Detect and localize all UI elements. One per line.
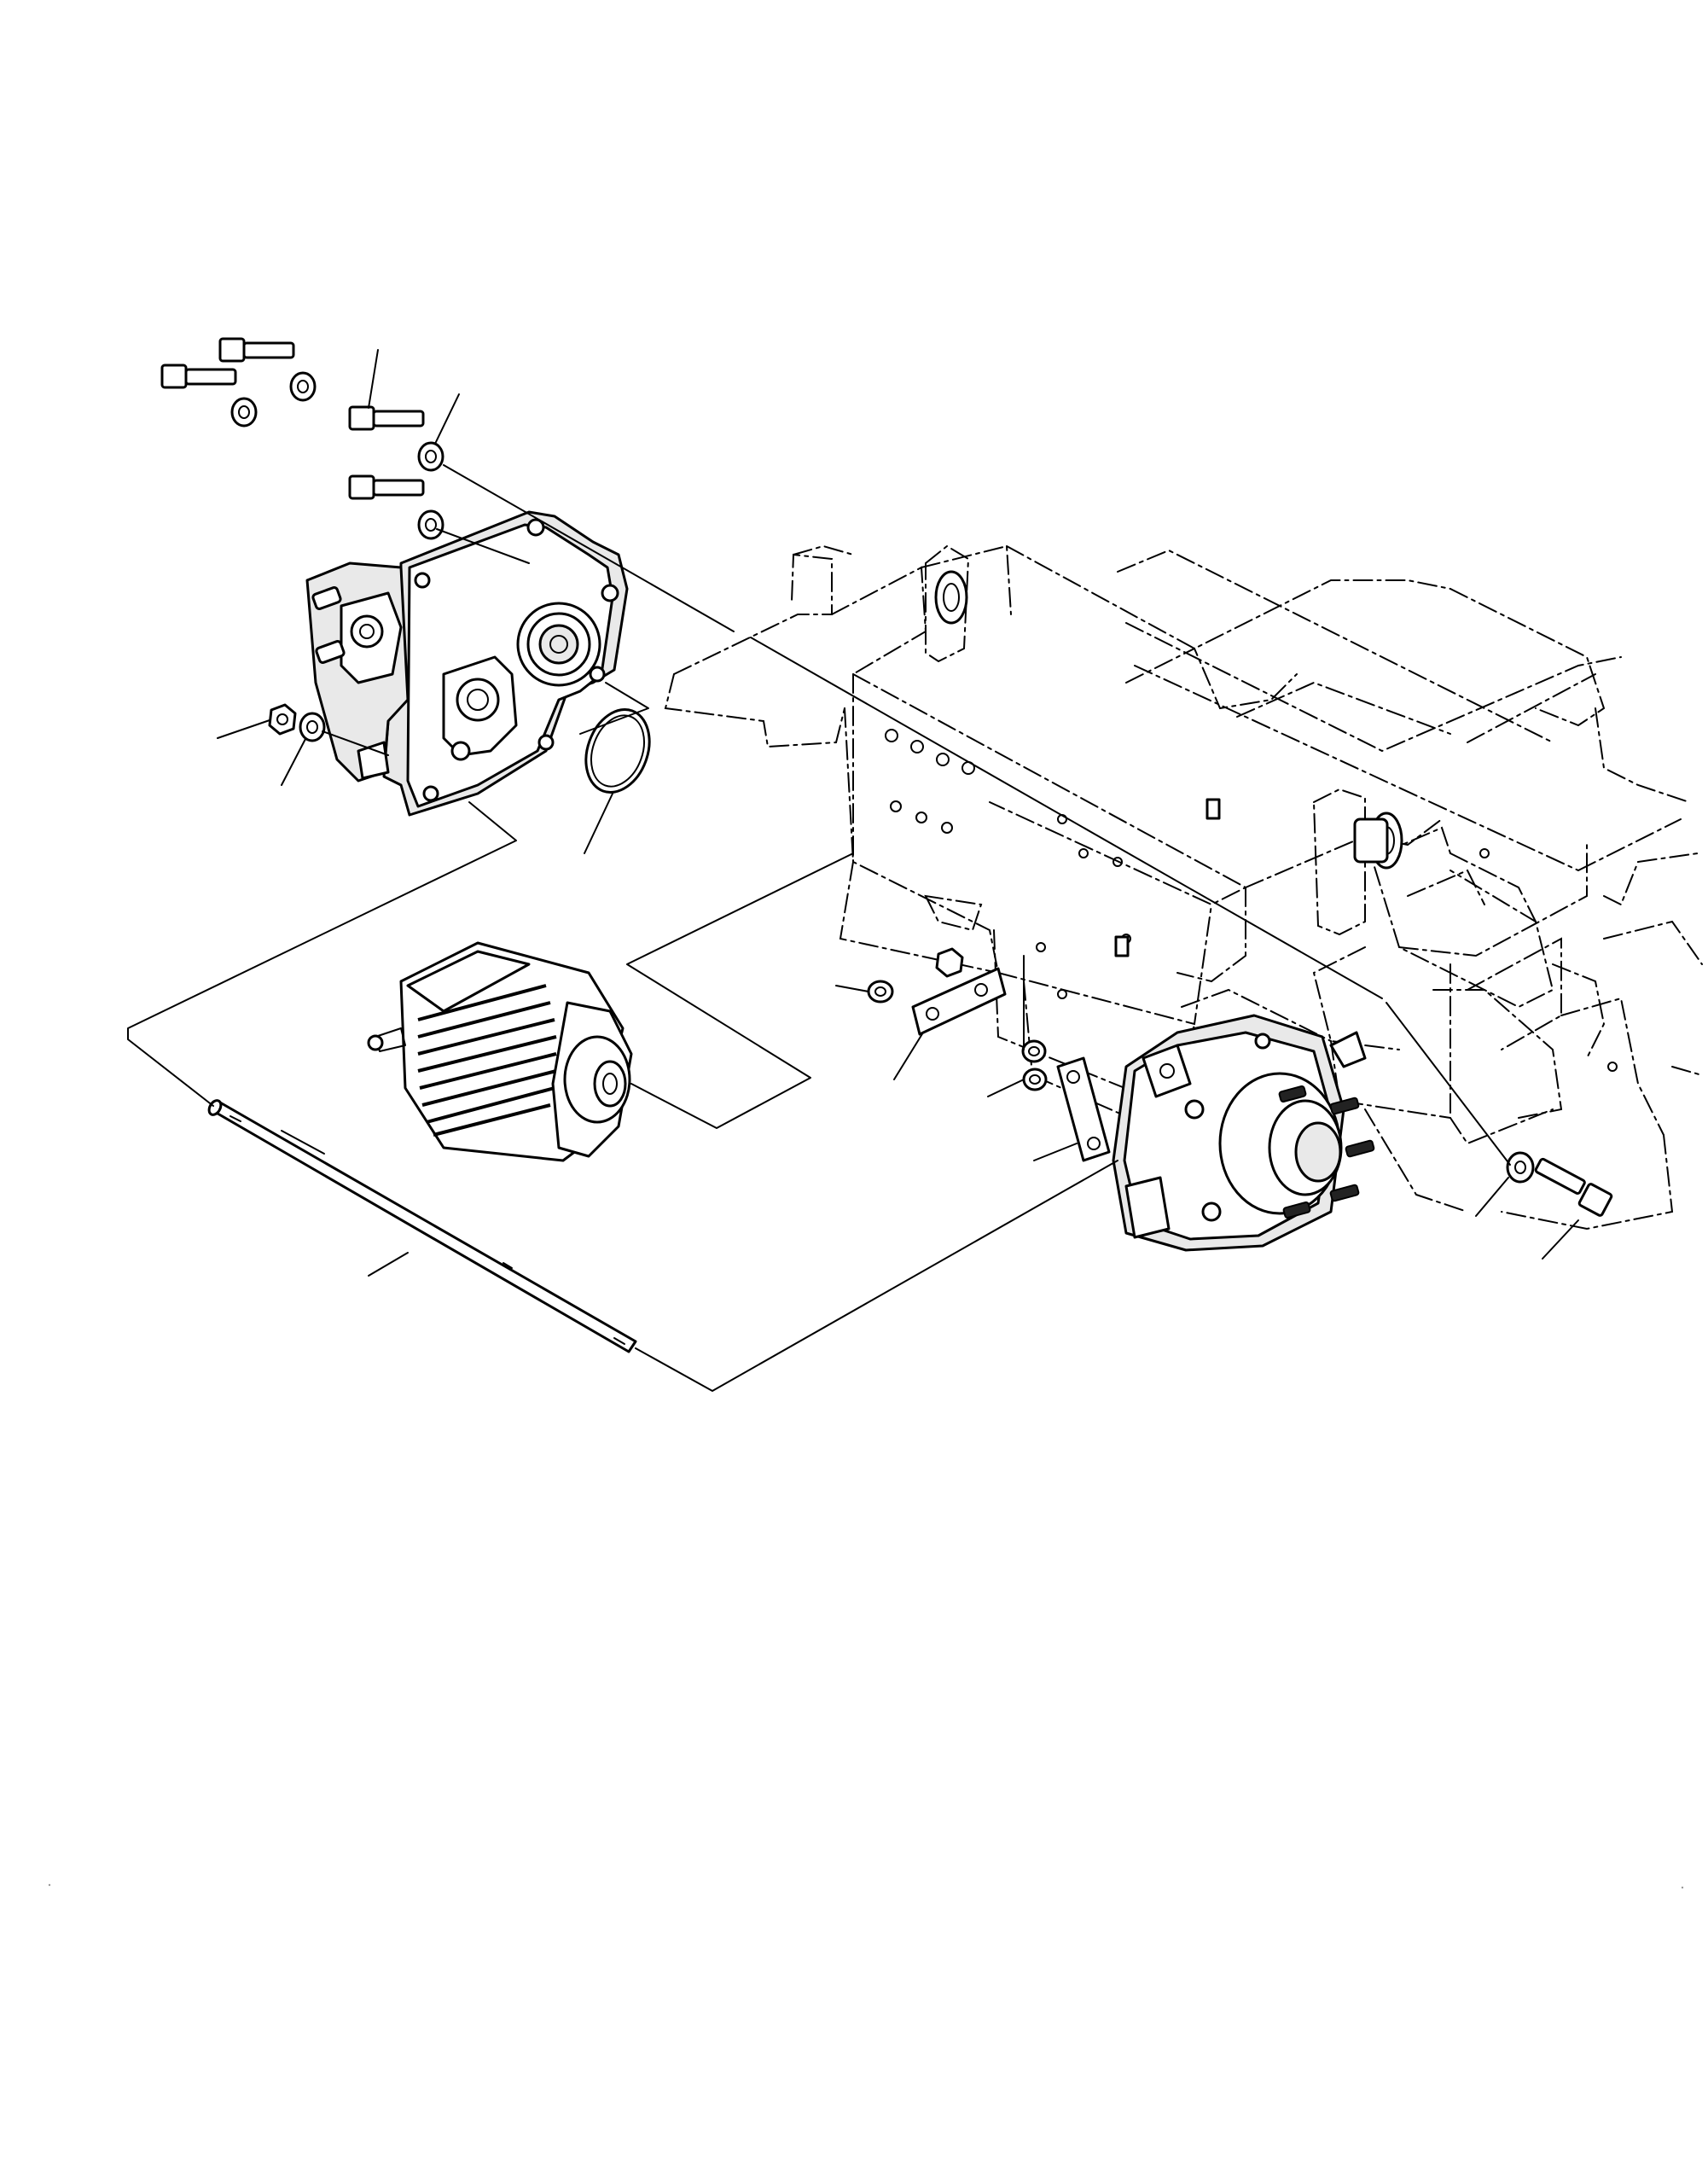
bracket-plate-icon xyxy=(867,947,1111,1162)
leader-lines xyxy=(217,349,1579,1277)
truck-frame-icon xyxy=(664,544,1703,1231)
bolt-icon xyxy=(160,337,425,500)
electric-motor-icon xyxy=(367,941,633,1162)
wheel-hub-icon xyxy=(1112,1014,1375,1252)
nut-icon xyxy=(268,703,297,736)
assembly-guide-lines xyxy=(127,464,1511,1392)
drive-shaft-icon xyxy=(207,1099,637,1353)
washer-icon xyxy=(1506,1151,1535,1184)
washer-icon xyxy=(230,371,444,742)
bolt-icon xyxy=(1534,1157,1613,1217)
gear-housing-icon xyxy=(305,510,629,817)
o-ring-icon xyxy=(584,708,651,794)
